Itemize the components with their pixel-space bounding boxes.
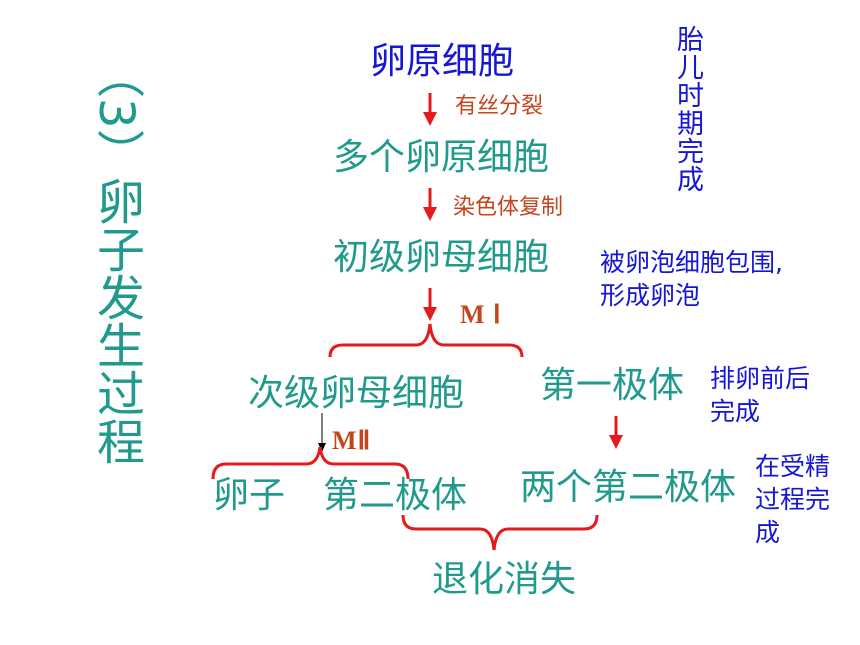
meiosis-one-label: M Ⅰ xyxy=(460,300,502,329)
degenerate-label: 退化消失 xyxy=(432,559,577,600)
brace-meiosis-one xyxy=(328,323,524,358)
two-second-polar-bodies-label: 两个第二极体 xyxy=(520,467,737,508)
note-ovulation-line-2: 完成 xyxy=(710,397,761,426)
brace-meiosis-two xyxy=(211,446,410,480)
note-ovulation-line-1: 排卵前后 xyxy=(710,364,811,393)
mitosis-label: 有丝分裂 xyxy=(455,94,544,119)
second-polar-body-label: 第二极体 xyxy=(323,475,468,516)
ovum-label: 卵子 xyxy=(213,475,286,516)
primary-oocyte-label: 初级卵母细胞 xyxy=(333,237,550,278)
arrow-chromosome-replication xyxy=(423,188,437,221)
note-fertilization-line-3: 成 xyxy=(755,518,781,547)
oogonium-label: 卵原细胞 xyxy=(370,41,515,82)
note-follicle-line-2: 形成卵泡 xyxy=(600,281,701,310)
arrow-first-polar-body xyxy=(609,416,623,449)
brace-degenerate xyxy=(401,514,599,551)
arrow-mitosis xyxy=(423,93,437,126)
arrow-meiosis-two xyxy=(318,413,326,452)
chromosome-replication-label: 染色体复制 xyxy=(453,195,564,220)
first-polar-body-label: 第一极体 xyxy=(540,365,685,406)
note-follicle: 被卵泡细胞包围, 形成卵泡 xyxy=(600,246,783,312)
page-title: （3）卵子发生过程 xyxy=(88,50,144,465)
note-fertilization-line-1: 在受精 xyxy=(755,452,831,481)
note-follicle-line-1: 被卵泡细胞包围, xyxy=(600,248,783,277)
meiosis-two-label: MⅡ xyxy=(332,426,372,455)
arrow-meiosis-one xyxy=(423,288,437,321)
note-fertilization: 在受精 过程完 成 xyxy=(755,450,830,549)
note-fetal-period: 胎儿时期完成 xyxy=(672,25,703,193)
secondary-oocyte-label: 次级卵母细胞 xyxy=(248,373,465,414)
many-oogonia-label: 多个卵原细胞 xyxy=(333,137,550,178)
note-ovulation: 排卵前后 完成 xyxy=(710,362,810,428)
note-fertilization-line-2: 过程完 xyxy=(755,485,831,514)
